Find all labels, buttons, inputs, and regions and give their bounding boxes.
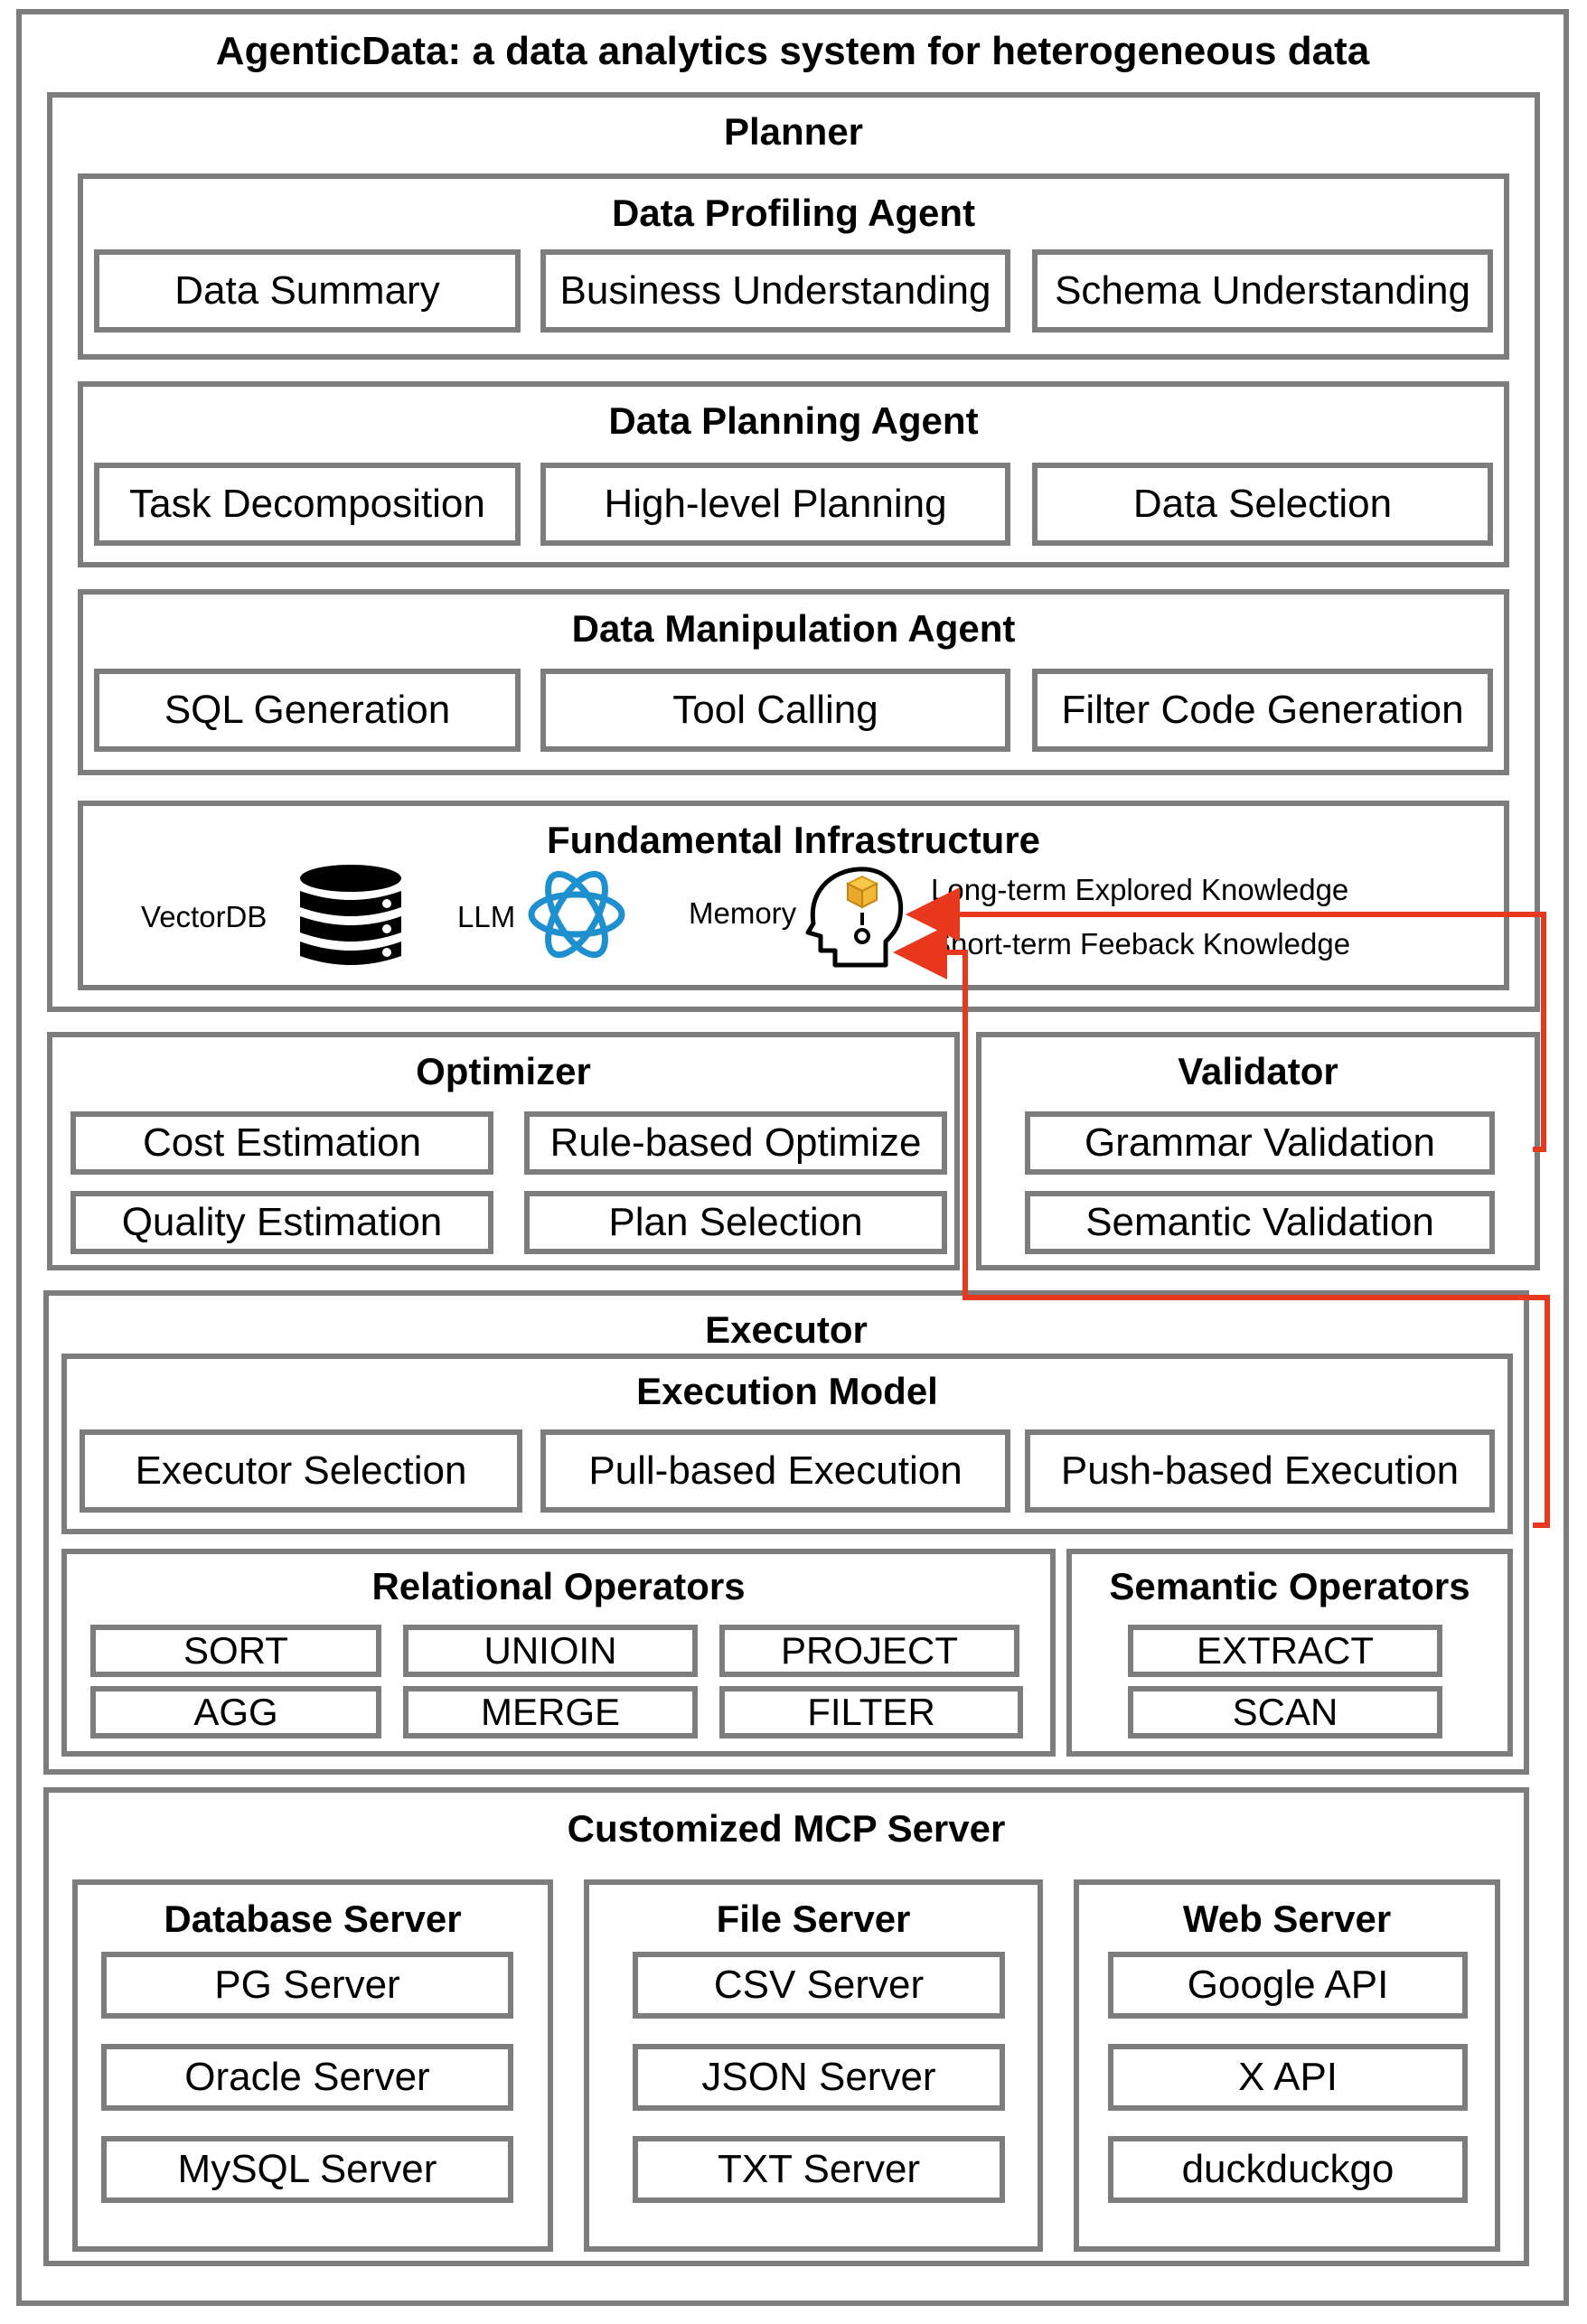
chip-google-api: Google API bbox=[1108, 1952, 1468, 2019]
chip-json-server: JSON Server bbox=[633, 2044, 1005, 2111]
chip-csv-server: CSV Server bbox=[633, 1952, 1005, 2019]
chip-data-summary: Data Summary bbox=[94, 249, 521, 333]
semantic-operators-title: Semantic Operators bbox=[1109, 1565, 1470, 1607]
chip-extract: EXTRACT bbox=[1128, 1625, 1442, 1677]
database-icon bbox=[300, 865, 401, 965]
chip-cost-estimation: Cost Estimation bbox=[70, 1111, 493, 1175]
short-term-knowledge-label: Short-term Feeback Knowledge bbox=[931, 927, 1351, 961]
chip-data-selection: Data Selection bbox=[1032, 463, 1493, 546]
mcp-server-title: Customized MCP Server bbox=[567, 1807, 1006, 1850]
chip-x-api: X API bbox=[1108, 2044, 1468, 2111]
chip-merge: MERGE bbox=[403, 1686, 698, 1738]
chip-schema-understanding: Schema Understanding bbox=[1032, 249, 1493, 333]
chip-duckduckgo: duckduckgo bbox=[1108, 2136, 1468, 2203]
validator-title: Validator bbox=[1178, 1050, 1338, 1092]
chip-task-decomposition: Task Decomposition bbox=[94, 463, 521, 546]
chip-sort: SORT bbox=[90, 1625, 381, 1677]
system-title: AgenticData: a data analytics system for… bbox=[215, 29, 1370, 73]
chip-semantic-validation: Semantic Validation bbox=[1025, 1191, 1495, 1254]
vectordb-label: VectorDB bbox=[141, 900, 268, 933]
chip-plan-selection: Plan Selection bbox=[524, 1191, 947, 1254]
chip-high-level-planning: High-level Planning bbox=[540, 463, 1010, 546]
chip-oracle-server: Oracle Server bbox=[101, 2044, 513, 2111]
chip-mysql-server: MySQL Server bbox=[101, 2136, 513, 2203]
data-manipulation-agent-title: Data Manipulation Agent bbox=[571, 607, 1016, 650]
chip-pull-based-execution: Pull-based Execution bbox=[540, 1429, 1010, 1513]
memory-label: Memory bbox=[689, 896, 797, 930]
chip-unioin: UNIOIN bbox=[403, 1625, 698, 1677]
chip-grammar-validation: Grammar Validation bbox=[1025, 1111, 1495, 1175]
chip-filter: FILTER bbox=[719, 1686, 1023, 1738]
chip-project: PROJECT bbox=[719, 1625, 1019, 1677]
chip-agg: AGG bbox=[90, 1686, 381, 1738]
fundamental-infrastructure-title: Fundamental Infrastructure bbox=[546, 819, 1041, 861]
chip-pg-server: PG Server bbox=[101, 1952, 513, 2019]
chip-executor-selection: Executor Selection bbox=[80, 1429, 522, 1513]
chip-quality-estimation: Quality Estimation bbox=[70, 1191, 493, 1254]
database-server-title: Database Server bbox=[164, 1898, 462, 1940]
llm-label: LLM bbox=[457, 900, 516, 933]
chip-txt-server: TXT Server bbox=[633, 2136, 1005, 2203]
relational-operators-title: Relational Operators bbox=[371, 1565, 746, 1607]
chip-sql-generation: SQL Generation bbox=[94, 669, 521, 752]
execution-model-title: Execution Model bbox=[636, 1370, 938, 1412]
chip-tool-calling: Tool Calling bbox=[540, 669, 1010, 752]
chip-rule-based-optimize: Rule-based Optimize bbox=[524, 1111, 947, 1175]
chip-filter-code-generation: Filter Code Generation bbox=[1032, 669, 1493, 752]
executor-title: Executor bbox=[705, 1308, 868, 1351]
memory-head-icon bbox=[805, 867, 904, 968]
data-planning-agent-title: Data Planning Agent bbox=[608, 399, 979, 442]
web-server-title: Web Server bbox=[1182, 1898, 1392, 1940]
file-server-title: File Server bbox=[716, 1898, 911, 1940]
chip-scan: SCAN bbox=[1128, 1686, 1442, 1738]
chip-push-based-execution: Push-based Execution bbox=[1025, 1429, 1495, 1513]
chip-business-understanding: Business Understanding bbox=[540, 249, 1010, 333]
data-profiling-agent-title: Data Profiling Agent bbox=[611, 192, 976, 234]
planner-title: Planner bbox=[723, 110, 864, 153]
llm-knot-icon bbox=[528, 870, 625, 959]
long-term-knowledge-label: Long-term Explored Knowledge bbox=[931, 873, 1349, 906]
optimizer-title: Optimizer bbox=[416, 1050, 591, 1092]
